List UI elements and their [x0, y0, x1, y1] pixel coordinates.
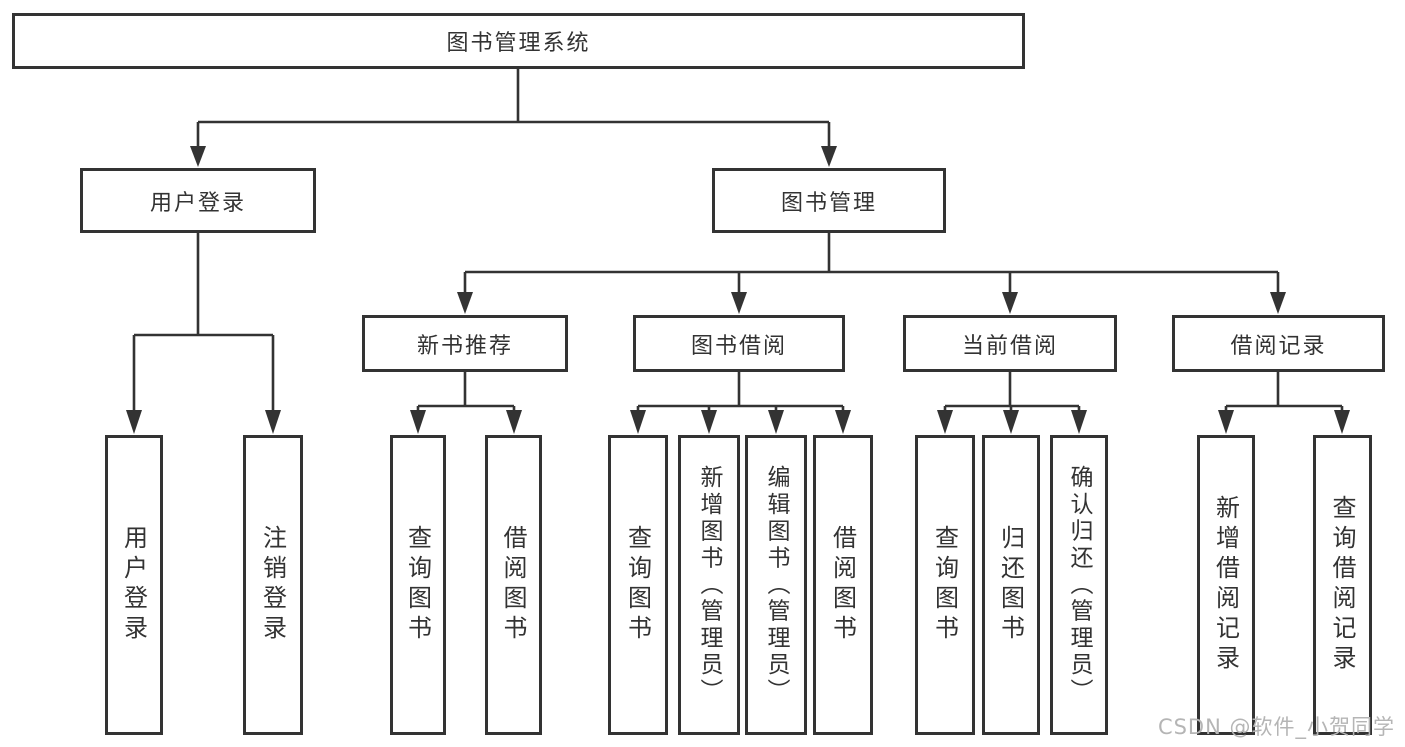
leaf-query-books-current: 查询图书	[915, 435, 975, 735]
leaf-confirm-return-admin: 确认归还（管理员）	[1050, 435, 1108, 735]
arrowhead	[126, 410, 142, 434]
leaf-borrow-books-recommendation: 借阅图书	[485, 435, 542, 735]
arrowheads	[126, 146, 1350, 434]
node-book-management: 图书管理	[712, 168, 946, 233]
node-book-borrowing: 图书借阅	[633, 315, 845, 372]
leaf-return-books: 归还图书	[982, 435, 1040, 735]
connector-user-login-to-leaves	[132, 233, 275, 412]
leaf-user-login: 用户登录	[105, 435, 163, 735]
arrowhead	[1270, 292, 1286, 314]
arrowhead	[1002, 292, 1018, 314]
leaf-edit-book-admin-label: 编辑图书（管理员）	[763, 464, 789, 706]
node-user-login: 用户登录	[80, 168, 316, 233]
leaf-query-books-borrowing-label: 查询图书	[623, 525, 652, 645]
arrowhead	[821, 146, 837, 167]
leaf-confirm-return-admin-label: 确认归还（管理员）	[1066, 464, 1092, 706]
leaf-borrow-books-borrowing: 借阅图书	[813, 435, 873, 735]
arrowhead	[701, 410, 717, 434]
node-user-login-label: 用户登录	[149, 190, 246, 216]
leaf-logout: 注销登录	[243, 435, 303, 735]
leaf-user-login-label: 用户登录	[119, 525, 148, 645]
node-borrowing-records-label: 借阅记录	[1230, 333, 1327, 359]
node-new-book-recommendation: 新书推荐	[362, 315, 568, 372]
arrowhead	[731, 292, 747, 314]
csdn-watermark: CSDN @软件_小贺同学	[1157, 715, 1395, 739]
arrowhead	[1071, 410, 1087, 434]
leaf-return-books-label: 归还图书	[996, 525, 1025, 645]
arrowhead	[1003, 410, 1019, 434]
arrowhead	[630, 410, 646, 434]
node-book-borrowing-label: 图书借阅	[690, 333, 787, 359]
arrowhead	[1218, 410, 1234, 434]
connector-borrow-records-to-leaves	[1224, 372, 1344, 412]
arrowhead	[835, 410, 851, 434]
leaf-query-books-borrowing: 查询图书	[608, 435, 668, 735]
leaf-borrow-books-borrowing-label: 借阅图书	[828, 525, 857, 645]
node-book-management-label: 图书管理	[780, 190, 877, 216]
leaf-edit-book-admin: 编辑图书（管理员）	[745, 435, 807, 735]
connector-current-borrowing-to-leaves	[943, 372, 1081, 412]
leaf-query-borrow-record: 查询借阅记录	[1313, 435, 1372, 735]
connector-book-borrowing-to-leaves	[636, 372, 845, 412]
connector-new-book-rec-to-leaves	[416, 372, 516, 412]
arrowhead	[937, 410, 953, 434]
arrowhead	[1334, 410, 1350, 434]
leaf-add-borrow-record: 新增借阅记录	[1197, 435, 1255, 735]
arrowhead	[506, 410, 522, 434]
leaf-add-book-admin: 新增图书（管理员）	[678, 435, 740, 735]
leaf-borrow-books-recommendation-label: 借阅图书	[499, 525, 527, 645]
node-borrowing-records: 借阅记录	[1172, 315, 1385, 372]
node-current-borrowing-label: 当前借阅	[961, 333, 1058, 359]
arrowhead	[768, 410, 784, 434]
arrowhead	[457, 292, 473, 314]
leaf-query-borrow-record-label: 查询借阅记录	[1328, 495, 1356, 675]
node-new-book-recommendation-label: 新书推荐	[416, 333, 513, 359]
arrowhead	[265, 410, 281, 434]
arrowhead	[190, 146, 206, 167]
leaf-add-book-admin-label: 新增图书（管理员）	[696, 464, 722, 706]
connector-book-management-to-level3	[463, 233, 1280, 294]
node-library-management-system-label: 图书管理系统	[446, 31, 591, 56]
node-library-management-system: 图书管理系统	[12, 13, 1025, 69]
leaf-add-borrow-record-label: 新增借阅记录	[1211, 495, 1240, 675]
leaf-query-books-recommendation: 查询图书	[390, 435, 446, 735]
leaf-query-books-current-label: 查询图书	[930, 525, 959, 645]
leaf-logout-label: 注销登录	[258, 525, 287, 645]
arrowhead	[410, 410, 426, 434]
node-current-borrowing: 当前借阅	[903, 315, 1117, 372]
connector-root-to-level2	[196, 69, 831, 148]
leaf-query-books-recommendation-label: 查询图书	[403, 525, 432, 645]
